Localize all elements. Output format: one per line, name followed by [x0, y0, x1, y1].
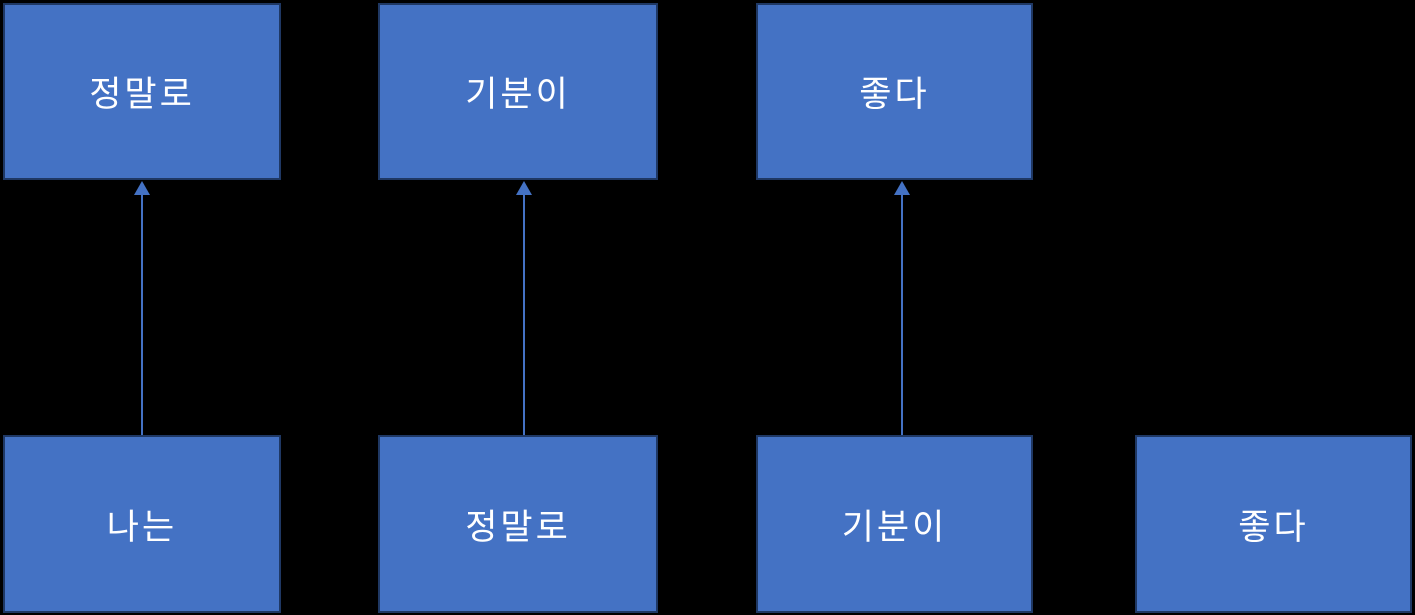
bottom-box-1-label: 나는 [106, 507, 178, 547]
top-box-1-label: 정말로 [89, 75, 195, 114]
bottom-box-4-label: 좋다 [1238, 507, 1309, 547]
arrow-line [901, 193, 903, 435]
top-box-1: 정말로 [3, 3, 281, 180]
top-box-2: 기분이 [378, 3, 658, 180]
arrow-3-up [894, 181, 910, 435]
bottom-box-2: 정말로 [378, 435, 658, 613]
top-box-2-label: 기분이 [465, 75, 571, 114]
bottom-box-1: 나는 [3, 435, 281, 613]
arrow-1-up [134, 181, 150, 435]
arrow-2-up [516, 181, 532, 435]
top-box-3: 좋다 [756, 3, 1033, 180]
arrowhead-up-icon [516, 181, 532, 195]
top-box-3-label: 좋다 [859, 75, 930, 114]
bottom-box-4: 좋다 [1135, 435, 1412, 613]
bottom-box-2-label: 정말로 [465, 507, 571, 547]
arrow-line [141, 193, 143, 435]
arrowhead-up-icon [134, 181, 150, 195]
bottom-box-3: 기분이 [756, 435, 1033, 613]
arrow-line [523, 193, 525, 435]
arrowhead-up-icon [894, 181, 910, 195]
bottom-box-3-label: 기분이 [841, 507, 948, 547]
